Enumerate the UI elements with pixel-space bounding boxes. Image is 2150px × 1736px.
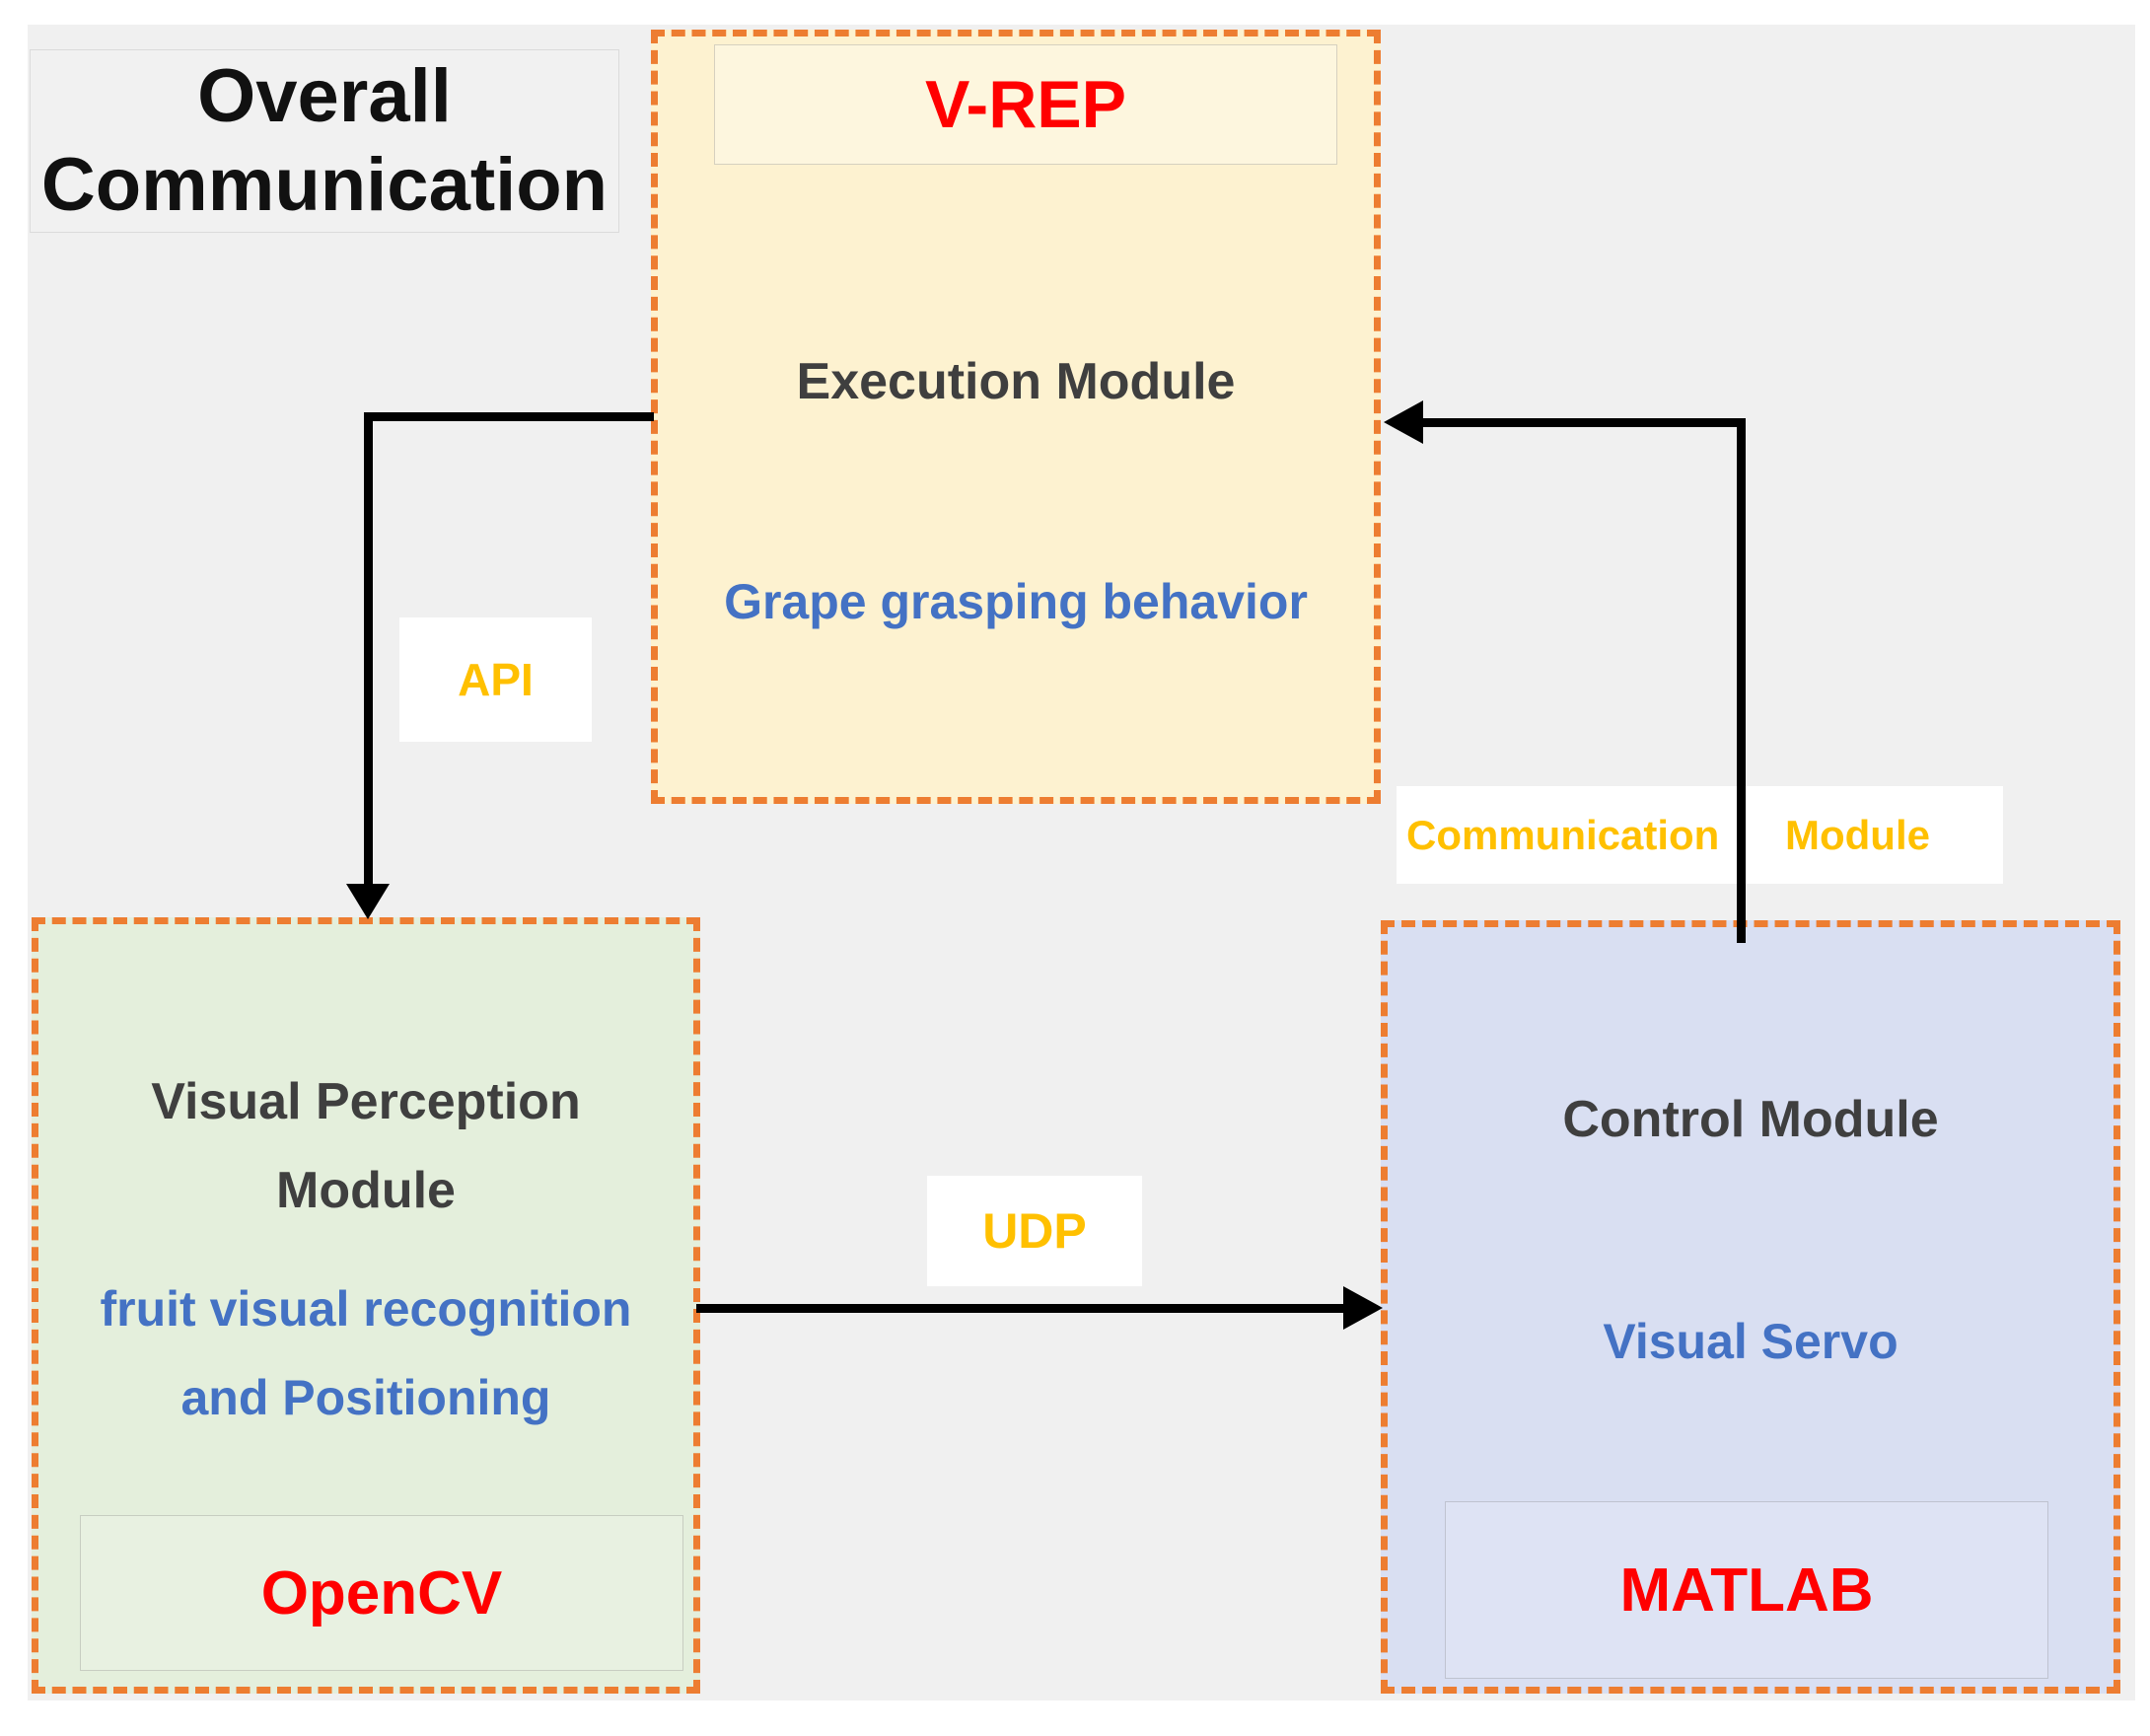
execution-behavior-text: Grape grasping behavior — [724, 574, 1308, 629]
api-arrow-vertical-segment — [364, 412, 373, 888]
vrep-platform-label-box: V-REP — [714, 44, 1337, 165]
perception-function-line2: and Positioning — [180, 1370, 551, 1425]
communication-arrow-horizontal-segment — [1423, 418, 1741, 427]
api-connection-label: API — [399, 617, 592, 742]
communication-arrow-left-arrowhead-icon — [1384, 400, 1423, 444]
perception-module-title: Visual Perception Module — [38, 1057, 693, 1235]
control-platform-label-box: MATLAB — [1445, 1501, 2048, 1679]
udp-connection-label: UDP — [927, 1176, 1142, 1286]
execution-module-box: V-REP Execution Module Grape grasping be… — [651, 30, 1381, 804]
vrep-platform-label: V-REP — [924, 67, 1127, 142]
udp-arrow-right-arrowhead-icon — [1343, 1286, 1383, 1330]
communication-arrow-vertical-segment — [1737, 418, 1746, 943]
control-module-title: Control Module — [1562, 1091, 1939, 1148]
communication-label-word1: Communication — [1406, 811, 1720, 858]
udp-label-text: UDP — [982, 1203, 1087, 1259]
diagram-title-line1: Overall — [197, 54, 452, 138]
perception-title-line1: Visual Perception — [151, 1073, 581, 1130]
api-arrow-down-arrowhead-icon — [346, 884, 390, 919]
api-arrow-horizontal-segment — [364, 412, 654, 421]
perception-function-text: fruit visual recognition and Positioning — [38, 1265, 693, 1442]
perception-platform-label: OpenCV — [260, 1558, 503, 1628]
diagram-title-line2: Communication — [40, 143, 609, 227]
communication-module-label: Communication Module — [1397, 786, 2003, 884]
udp-arrow-horizontal-segment — [696, 1304, 1347, 1313]
execution-module-title: Execution Module — [796, 353, 1236, 410]
perception-function-line1: fruit visual recognition — [100, 1281, 632, 1337]
visual-perception-module-box: Visual Perception Module fruit visual re… — [32, 917, 700, 1694]
control-function-text: Visual Servo — [1603, 1314, 1899, 1369]
control-module-box: Control Module Visual Servo MATLAB — [1381, 920, 2120, 1694]
api-label-text: API — [458, 654, 534, 705]
diagram-title-box: Overall Communication — [30, 49, 619, 233]
control-platform-label: MATLAB — [1619, 1555, 1874, 1625]
perception-platform-label-box: OpenCV — [80, 1515, 683, 1671]
communication-label-word2: Module — [1785, 811, 1930, 858]
perception-title-line2: Module — [276, 1162, 456, 1219]
